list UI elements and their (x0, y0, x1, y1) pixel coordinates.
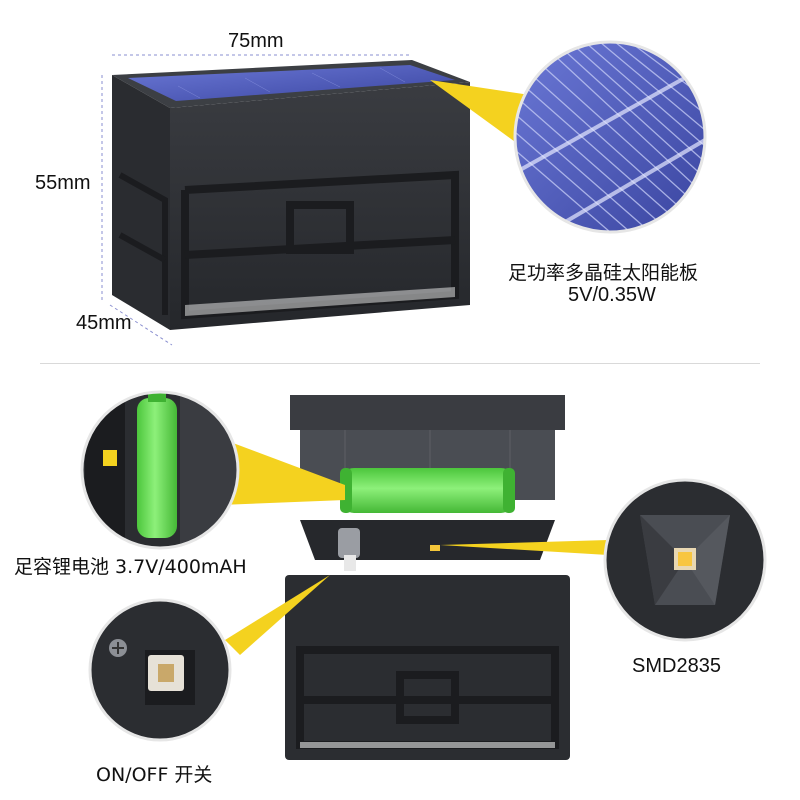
product-box (112, 60, 470, 330)
bottom-body (285, 575, 570, 760)
led-plate (300, 520, 555, 571)
section-divider (40, 363, 760, 364)
height-dimension-label: 55mm (35, 172, 91, 194)
dimension-lines (101, 54, 412, 346)
led-zoom-circle (605, 480, 765, 640)
solar-panel-label: 足功率多晶硅太阳能板 (508, 262, 699, 284)
solar-panel-spec: 5V/0.35W (568, 284, 656, 306)
battery-label: 足容锂电池 3.7V/400mAH (14, 556, 247, 578)
led-callout-beam (440, 540, 608, 555)
switch-label: ON/OFF 开关 (96, 764, 213, 786)
depth-dimension-label: 45mm (76, 312, 132, 334)
battery-horizontal (340, 468, 515, 513)
width-dimension-label: 75mm (228, 30, 284, 52)
led-label: SMD2835 (632, 655, 721, 677)
solar-callout-beam (430, 80, 540, 160)
battery-callout-beam (220, 440, 345, 505)
solar-zoom-circle (515, 42, 705, 232)
switch-zoom-circle (90, 600, 230, 740)
switch-callout-beam (225, 575, 330, 655)
